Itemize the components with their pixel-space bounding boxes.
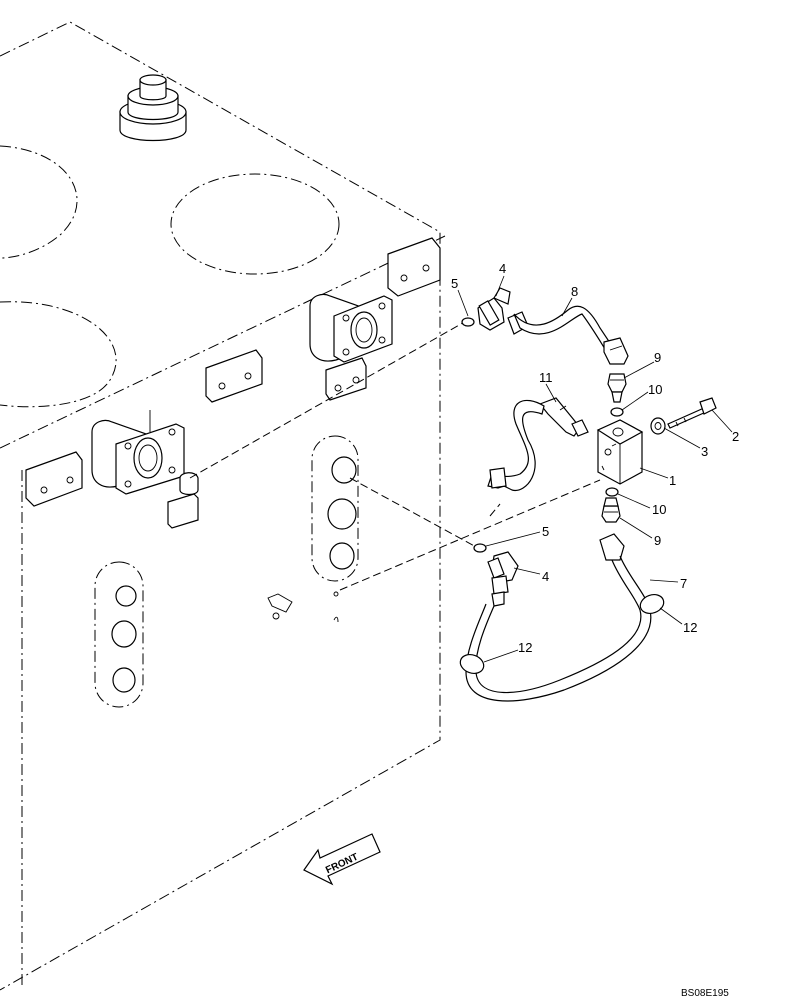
mounting-pads: [25, 237, 441, 529]
part-5-lower-oring: [473, 543, 487, 553]
callout-5-lower: 5: [542, 524, 549, 539]
side-ports-upper: [327, 456, 357, 570]
part-12-clamp-left: [459, 653, 485, 675]
callout-2: 2: [732, 429, 739, 444]
tank-port-oval-left: [0, 145, 78, 259]
side-plate-outline: [311, 435, 359, 582]
part-5-upper-oring: [461, 317, 475, 327]
callout-labels: 5 4 8 9 11 10 2 3 1 10 5 9 4 7 12 12: [451, 261, 739, 655]
side-plate-outline-lower: [94, 561, 144, 708]
part-11-sensor: [487, 397, 589, 491]
part-2-bolt: [667, 397, 717, 429]
callout-5-upper: 5: [451, 276, 458, 291]
tank-body: [0, 21, 446, 991]
part-8-tube: [507, 305, 629, 365]
callout-9-upper: 9: [654, 350, 661, 365]
tank-top-edge: [0, 235, 446, 449]
pump-flange-upper: [309, 293, 393, 363]
callout-8: 8: [571, 284, 578, 299]
part-9-upper-fitting: [607, 373, 627, 403]
leader-lines: [457, 275, 733, 663]
callout-4-upper: 4: [499, 261, 506, 276]
part-12-clamp-right: [639, 593, 665, 615]
callout-12-left: 12: [518, 640, 532, 655]
breather-cap: [119, 74, 187, 142]
callout-11: 11: [539, 370, 553, 385]
front-arrow: FRONT: [303, 833, 381, 886]
tank-port-oval: [170, 173, 340, 275]
callout-10-upper: 10: [648, 382, 662, 397]
part-3-washer: [650, 417, 666, 435]
pump-flange-lower: [91, 410, 185, 495]
part-9-lower-fitting: [601, 497, 621, 523]
callout-4-lower: 4: [542, 569, 549, 584]
callout-10-lower: 10: [652, 502, 666, 517]
part-10-upper-oring: [610, 407, 624, 417]
routing-lines: [189, 319, 601, 591]
part-4-elbow-upper: [477, 287, 511, 331]
callout-3: 3: [701, 444, 708, 459]
callout-12-right: 12: [683, 620, 697, 635]
part-4-elbow-lower: [487, 551, 519, 595]
tank-outline: [0, 21, 441, 991]
tank-port-oval-lower: [0, 301, 117, 408]
callout-9-lower: 9: [654, 533, 661, 548]
small-fittings: [179, 472, 339, 623]
callout-7: 7: [680, 576, 687, 591]
part-1-valve-block: [596, 419, 644, 485]
side-ports-lower: [111, 585, 137, 693]
part-10-lower-oring: [605, 487, 619, 497]
callout-1: 1: [669, 473, 676, 488]
drawing-reference-code: BS08E195: [681, 988, 729, 999]
